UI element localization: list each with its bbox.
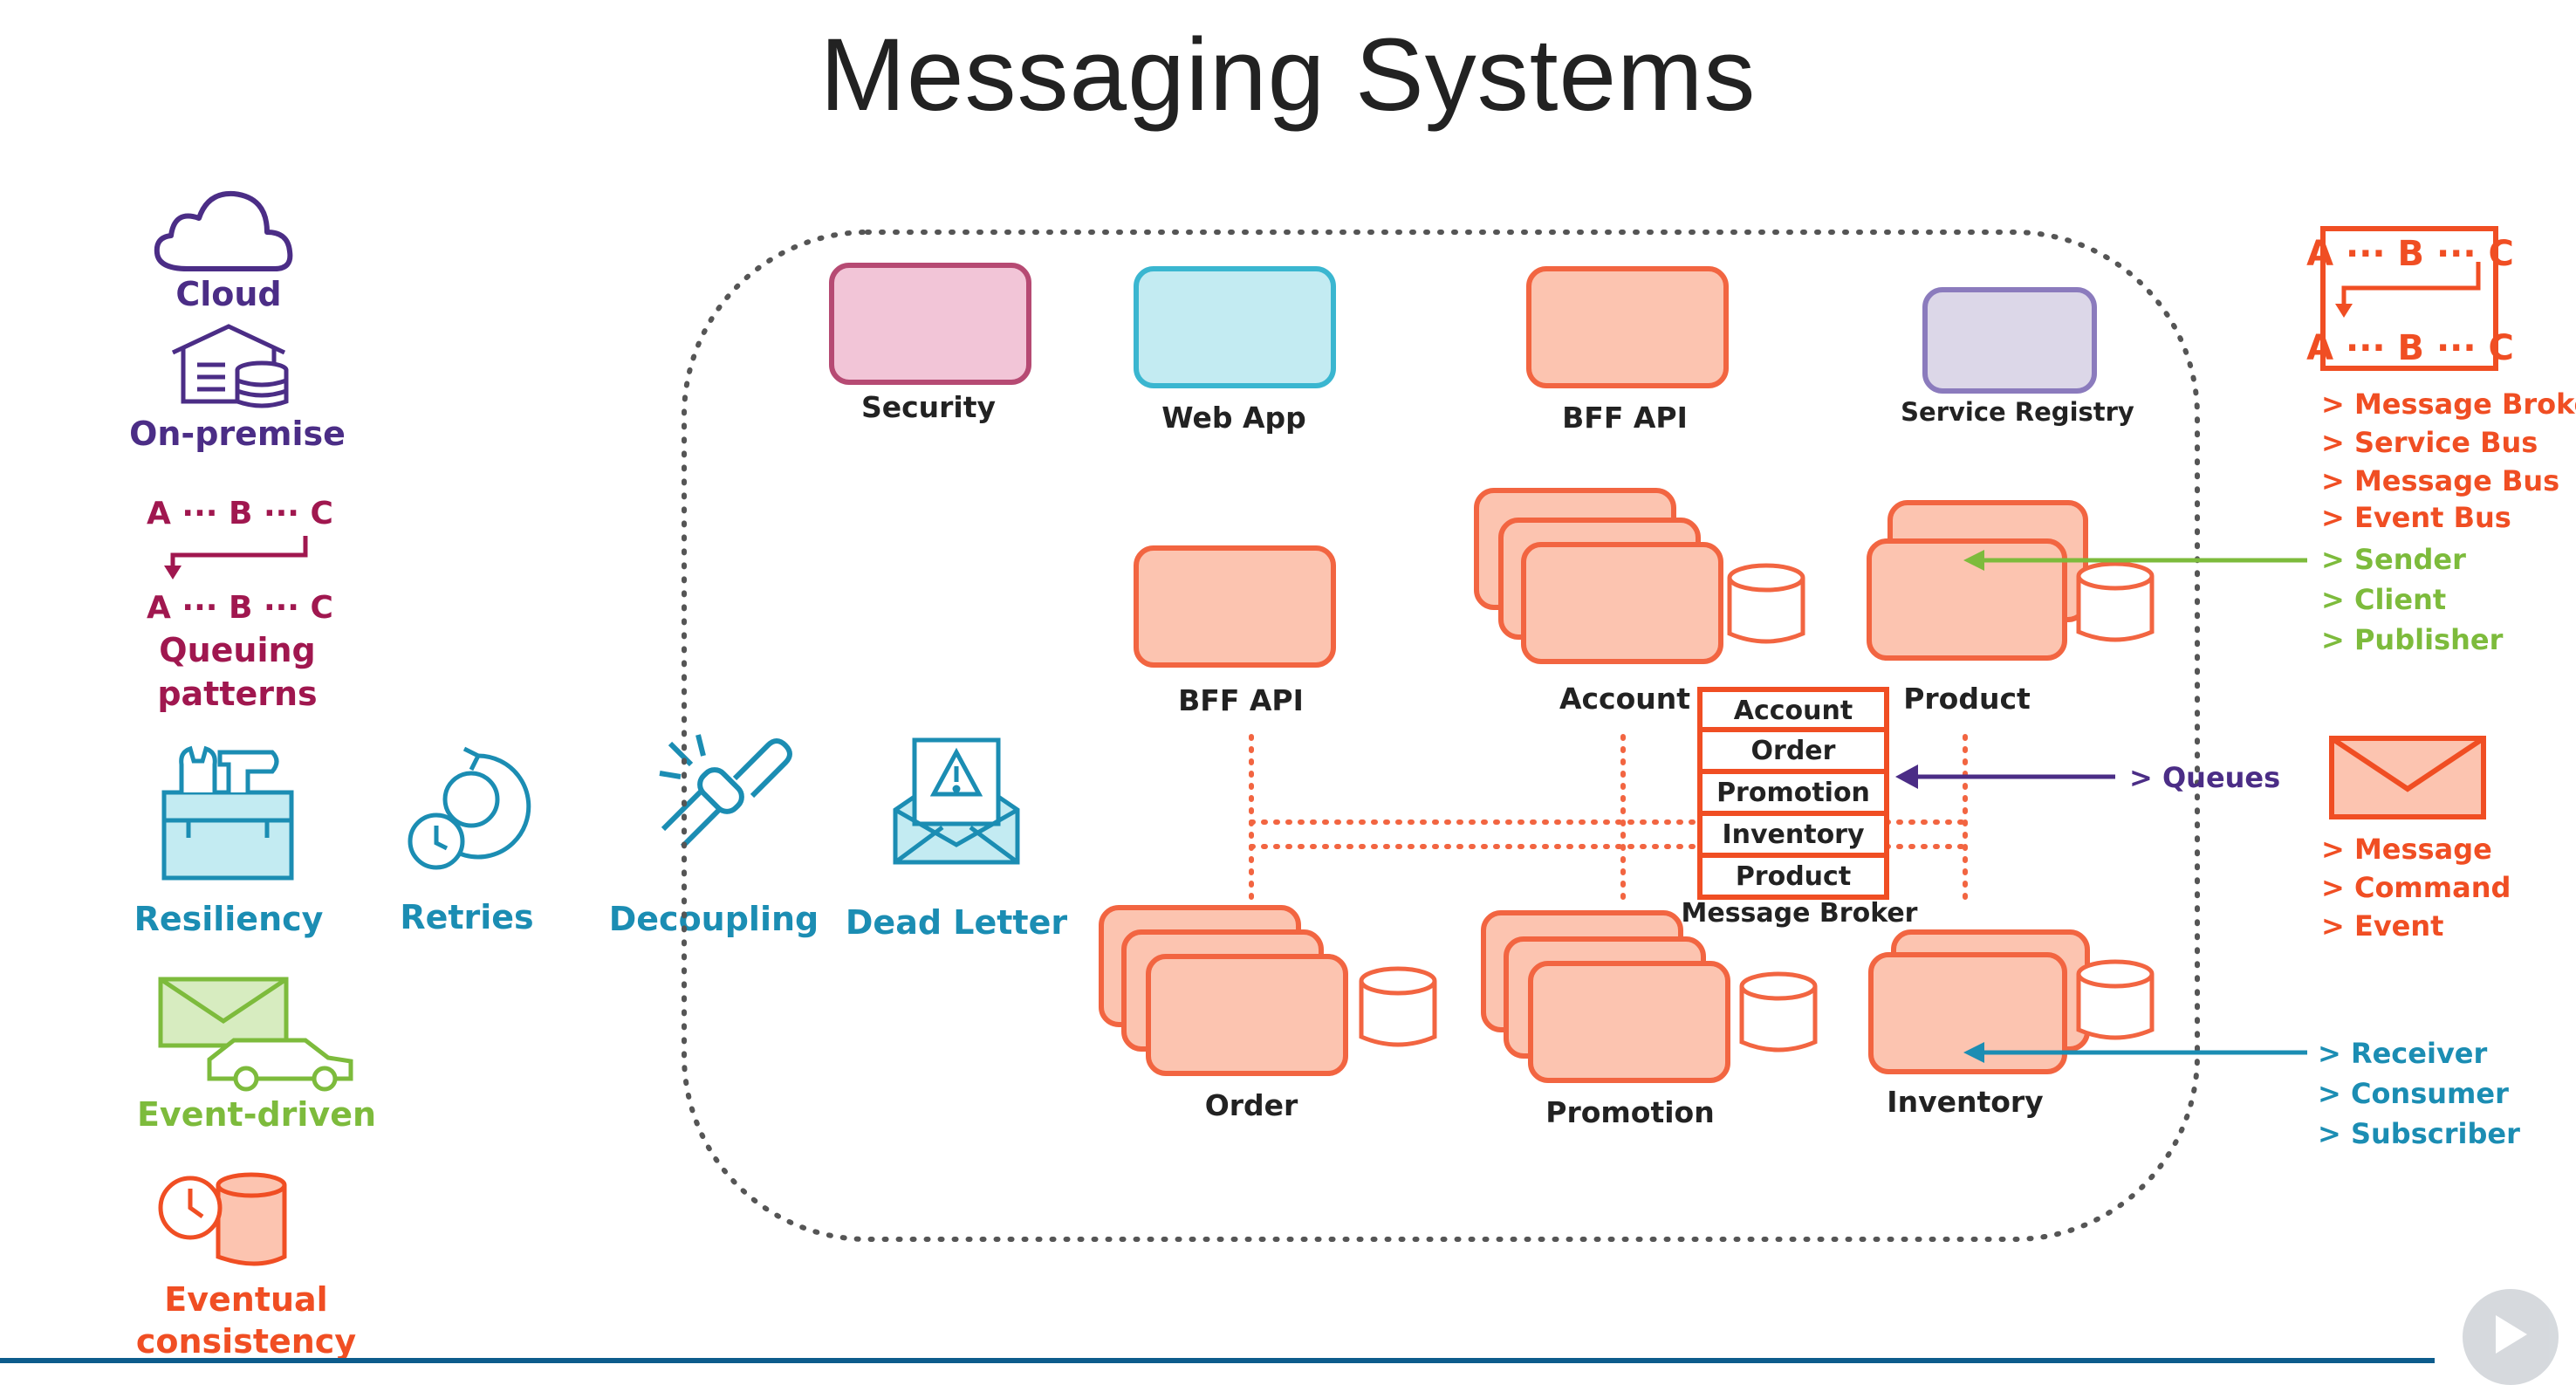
on-premise-label: On-premise xyxy=(129,415,346,453)
bus-abc-top: A ··· B ··· C xyxy=(2306,234,2514,274)
sender-role-3: > Publisher xyxy=(2321,623,2504,656)
service-registry-label: Service Registry xyxy=(1901,397,2134,427)
broker-queue-label-4: Inventory xyxy=(1722,819,1865,850)
product-label: Product xyxy=(1903,682,2031,716)
eventual-label-line2: consistency xyxy=(136,1322,356,1361)
resiliency-label: Resiliency xyxy=(134,900,324,938)
broken-chain-icon xyxy=(659,734,792,849)
order-label: Order xyxy=(1205,1088,1298,1122)
product-service-stack xyxy=(1867,500,2088,661)
queuing-label-line2: patterns xyxy=(157,675,317,713)
eventual-consistency-icon xyxy=(158,1172,287,1266)
broker-queue-label-1: Account xyxy=(1734,696,1853,726)
cloud-icon xyxy=(154,190,293,271)
bus-abc-bottom: A ··· B ··· C xyxy=(2306,328,2514,368)
inventory-label: Inventory xyxy=(1887,1085,2043,1119)
sender-role-2: > Client xyxy=(2321,583,2446,616)
decoupling-label: Decoupling xyxy=(609,900,819,938)
broker-type-4: > Event Bus xyxy=(2321,501,2511,534)
product-database-icon xyxy=(2076,561,2155,642)
retries-label: Retries xyxy=(400,898,533,936)
play-icon xyxy=(2496,1315,2527,1354)
retries-icon xyxy=(408,746,531,870)
broker-queue-label-2: Order xyxy=(1751,736,1836,766)
broker-type-1: > Message Broker xyxy=(2321,387,2576,421)
system-boundary xyxy=(682,230,2200,1242)
order-database-icon xyxy=(1359,966,1437,1047)
account-service-stack xyxy=(1474,488,1723,664)
message-type-2: > Command xyxy=(2321,871,2511,904)
slide-title: Messaging Systems xyxy=(819,17,1757,133)
inventory-database-icon xyxy=(2076,959,2155,1040)
promotion-database-icon xyxy=(1739,971,1818,1052)
video-progress-bar[interactable] xyxy=(0,1358,2435,1363)
on-premise-icon xyxy=(171,324,289,408)
event-driven-label: Event-driven xyxy=(137,1095,376,1134)
play-button[interactable] xyxy=(2463,1289,2559,1385)
toolbox-icon xyxy=(161,745,294,881)
promotion-label: Promotion xyxy=(1545,1095,1714,1129)
queue-abc-top: A ··· B ··· C xyxy=(147,496,333,531)
eventual-label-line1: Eventual xyxy=(164,1280,327,1319)
connector-lines xyxy=(1249,734,1968,907)
broker-queue-2 xyxy=(1697,727,1889,774)
queues-label: > Queues xyxy=(2129,761,2280,794)
receiver-arrow xyxy=(1963,1042,2307,1063)
message-type-3: > Event xyxy=(2321,909,2443,943)
order-service-stack xyxy=(1099,905,1348,1076)
bff-api-label: BFF API xyxy=(1178,683,1304,717)
message-type-1: > Message xyxy=(2321,833,2492,866)
web-app-box xyxy=(1134,266,1336,388)
security-box xyxy=(829,263,1031,385)
queue-abc-bottom: A ··· B ··· C xyxy=(147,590,333,626)
bus-pattern-icon xyxy=(2320,226,2498,371)
message-envelope-icon xyxy=(2329,736,2486,819)
broker-queue-3 xyxy=(1697,769,1889,816)
bff-api-top-label: BFF API xyxy=(1562,401,1688,435)
web-app-label: Web App xyxy=(1161,401,1306,435)
sender-role-1: > Sender xyxy=(2321,543,2466,576)
promotion-service-stack xyxy=(1481,910,1730,1083)
broker-queue-5 xyxy=(1697,853,1889,900)
receiver-role-2: > Consumer xyxy=(2318,1077,2509,1110)
broker-queue-4 xyxy=(1697,811,1889,858)
inventory-service-stack xyxy=(1868,929,2090,1074)
broker-queue-label-3: Promotion xyxy=(1716,778,1870,808)
bff-api-box xyxy=(1134,545,1336,668)
broker-queue-label-5: Product xyxy=(1736,861,1851,892)
security-label: Security xyxy=(861,390,996,424)
broker-queue-1 xyxy=(1697,687,1889,732)
queuing-label-line1: Queuing xyxy=(159,631,315,669)
message-broker-label: Message Broker xyxy=(1682,898,1918,929)
broker-type-3: > Message Bus xyxy=(2321,464,2559,497)
queue-arrow-head xyxy=(164,566,182,579)
queues-arrow xyxy=(1895,764,2115,789)
dead-letter-icon xyxy=(893,737,1020,865)
account-database-icon xyxy=(1727,563,1805,644)
message-broker: Account Order Promotion Inventory Produc… xyxy=(1697,687,1889,900)
dead-letter-label: Dead Letter xyxy=(846,903,1067,942)
event-driven-icon xyxy=(158,977,353,1092)
bff-api-top-box xyxy=(1526,266,1729,388)
account-label: Account xyxy=(1559,682,1690,716)
broker-type-2: > Service Bus xyxy=(2321,426,2538,459)
cloud-label: Cloud xyxy=(175,275,281,313)
service-registry-box xyxy=(1922,287,2097,394)
receiver-role-3: > Subscriber xyxy=(2318,1117,2520,1150)
sender-arrow xyxy=(1963,550,2307,571)
receiver-role-1: > Receiver xyxy=(2318,1037,2488,1070)
queue-return-arrow xyxy=(170,536,308,569)
